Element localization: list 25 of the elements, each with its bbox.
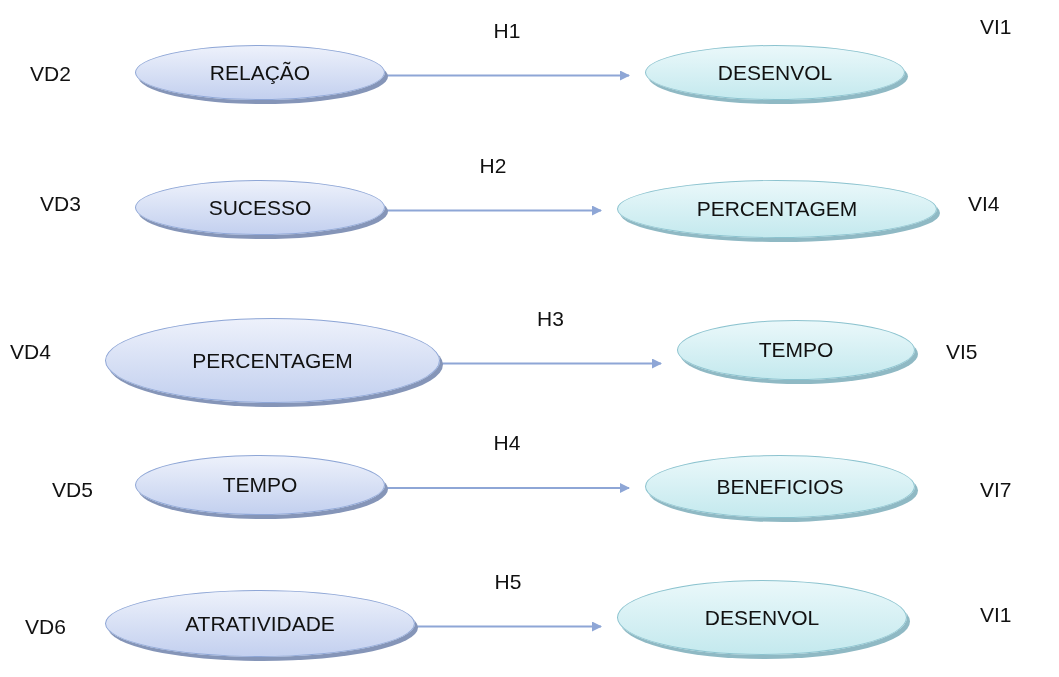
variable-label: VD5: [52, 478, 93, 502]
variable-label: VD2: [30, 62, 71, 86]
edge-label: H4: [493, 431, 521, 455]
node-label: PERCENTAGEM: [192, 348, 353, 373]
variable-label: VI1: [980, 15, 1012, 39]
node-label: BENEFICIOS: [716, 474, 844, 499]
node-label: DESENVOL: [704, 605, 820, 630]
node-label: RELAÇÃO: [209, 60, 311, 85]
variable-label: VD4: [10, 340, 51, 364]
edge-label: H5: [494, 569, 522, 594]
edge-label: H1: [493, 18, 521, 43]
node-label: ATRATIVIDADE: [185, 611, 335, 636]
node-label: SUCESSO: [208, 195, 312, 220]
node-label: TEMPO: [758, 338, 834, 362]
node-label: TEMPO: [222, 473, 298, 497]
edge-label: H3: [537, 306, 564, 331]
node-label: DESENVOL: [717, 60, 833, 85]
variable-label: VI4: [968, 192, 1000, 216]
variable-label: VI7: [980, 478, 1012, 502]
variable-label: VD6: [25, 615, 66, 639]
variable-label: VI1: [980, 603, 1012, 627]
edge-label: H2: [479, 153, 507, 178]
variable-label: VD3: [40, 192, 81, 216]
variable-label: VI5: [946, 340, 978, 364]
node-label: PERCENTAGEM: [696, 197, 858, 221]
